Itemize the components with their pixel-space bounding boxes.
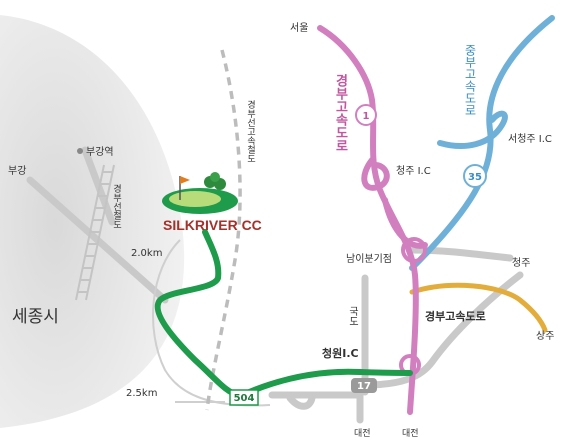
label-namibungijeom: 남이분기점 [346, 253, 392, 265]
shield-national-17: 17 [351, 378, 377, 393]
label-jungbu-expressway: 중부고속도로 [463, 44, 477, 116]
shield-expressway-1: 1 [355, 104, 377, 126]
label-seoul: 서울 [290, 22, 308, 34]
jungbu-expressway [409, 15, 555, 271]
label-national-road: 국도 [347, 306, 359, 326]
label-sangju: 상주 [536, 330, 554, 342]
club-name: SILKRIVER CC [163, 217, 262, 233]
shield-expressway-35: 35 [463, 164, 487, 188]
label-cheongwon-ic: 청원I.C [322, 346, 359, 360]
gyeongbu-hsr-railway [205, 49, 242, 411]
svg-text:35: 35 [468, 172, 482, 183]
shield-local-504: 504 [229, 389, 259, 406]
label-gyeongbu-hsr: 경부선고속철도 [245, 99, 255, 163]
label-bugang-station: 부강역 [86, 146, 114, 158]
label-gyeongbu-expressway-top: 경부고속도로 [333, 73, 348, 152]
label-sejong: 세종시 [12, 307, 59, 327]
distance-lower: 2.5km [126, 388, 157, 399]
label-bugang: 부강 [8, 165, 26, 177]
golf-course-icon [162, 172, 238, 214]
route-to-club [154, 229, 413, 399]
label-cheongju: 청주 [512, 257, 530, 269]
namibungijeom-interchange [401, 237, 427, 263]
label-seocheongju-ic: 서청주 I.C [508, 133, 552, 145]
svg-text:17: 17 [357, 381, 371, 392]
label-gyeongbu-line-railway: 경부선철도 [111, 183, 121, 229]
svg-text:504: 504 [234, 393, 255, 404]
road-to-sangju [409, 282, 548, 333]
label-daejeon-left: 대전 [354, 428, 371, 439]
gyeongbu-expressway [317, 25, 428, 415]
svg-text:1: 1 [363, 111, 370, 122]
label-gyeongbu-expressway-bottom: 경부고속도로 [425, 309, 486, 323]
thin-roads [152, 239, 271, 407]
label-cheongju-ic: 청주 I.C [396, 165, 431, 177]
gyeongbu-line-railway [75, 164, 115, 301]
distance-upper: 2.0km [131, 248, 162, 259]
bugang-station-marker [77, 148, 83, 154]
label-daejeon-right: 대전 [402, 428, 419, 439]
